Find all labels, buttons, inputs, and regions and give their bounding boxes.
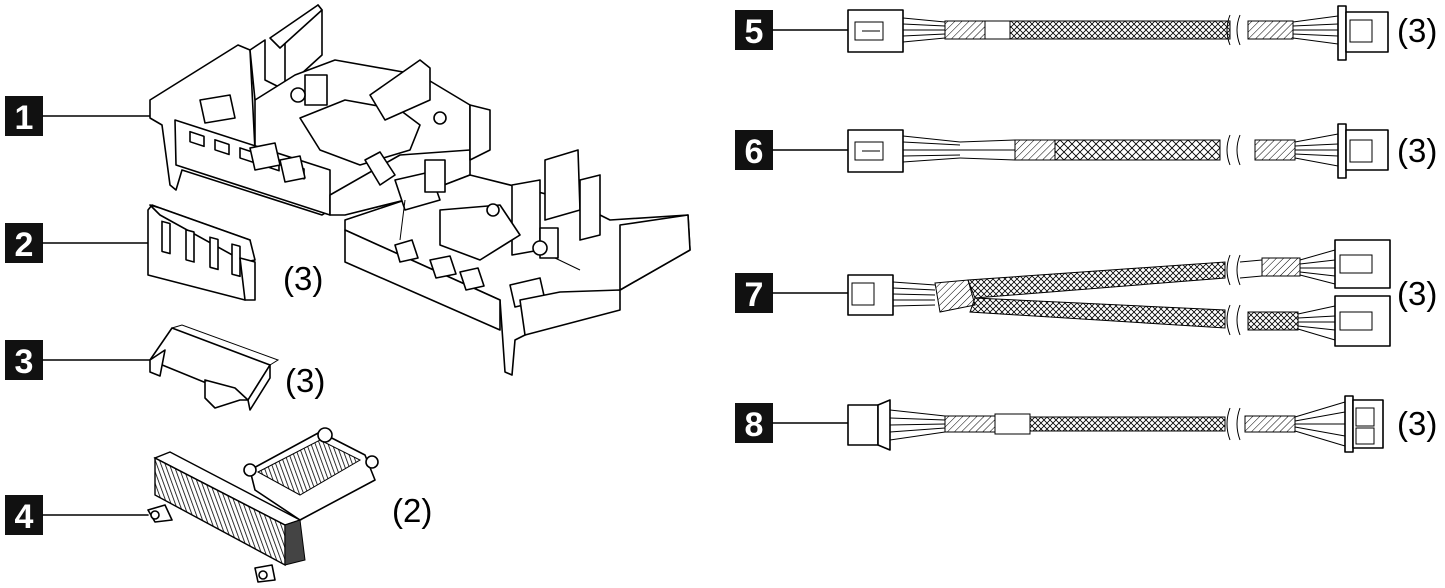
callout-5-number: 5 [745,13,764,51]
callout-5-qty: (3) [1397,12,1437,49]
heatsink-drawing [147,427,379,583]
callout-6: 6 [735,130,849,171]
filler-drawing [147,204,256,301]
cable-8-drawing [847,395,1384,453]
callout-8-number: 8 [745,406,764,444]
callout-2: 2 [5,223,151,264]
callout-6-qty: (3) [1397,132,1437,169]
callout-3-qty: (3) [285,362,325,399]
callout-6-number: 6 [745,133,764,171]
callout-7-qty: (3) [1397,275,1437,312]
callout-3: 3 [5,340,153,381]
cable-5-drawing [847,5,1389,61]
callout-2-number: 2 [15,226,34,264]
callout-1: 1 [5,96,151,137]
callout-2-qty: (3) [283,260,323,297]
callout-8-qty: (3) [1397,405,1437,442]
callout-7: 7 [735,273,849,314]
bracket-drawing [149,324,280,411]
cable-7-drawing [847,239,1391,347]
callout-5: 5 [735,10,849,51]
air-baffle-drawing [149,4,691,376]
callout-4: 4 [5,495,149,536]
cable-6-drawing [847,123,1389,179]
callout-4-number: 4 [15,498,34,536]
callout-1-number: 1 [15,99,34,137]
callout-7-number: 7 [745,276,764,314]
callout-8: 8 [735,403,849,444]
callout-3-number: 3 [15,343,34,381]
callout-4-qty: (2) [392,492,432,529]
